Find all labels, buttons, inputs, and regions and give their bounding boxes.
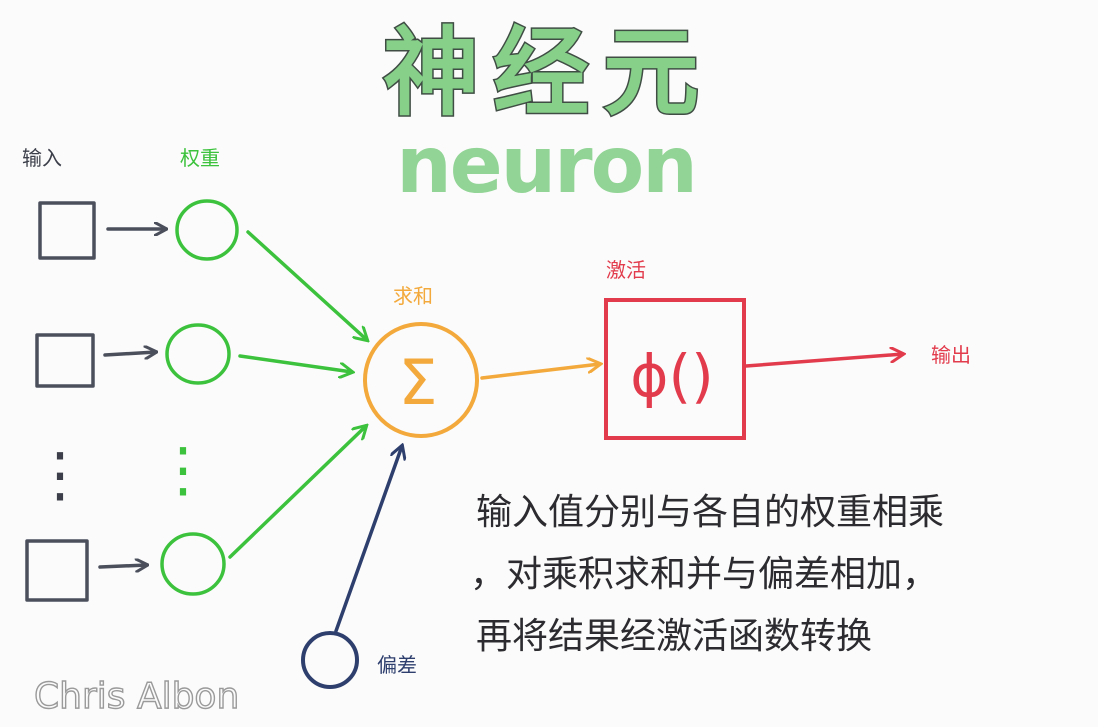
title-chinese: 神经元: [383, 17, 713, 129]
description-line-2: ，对乘积求和并与偏差相加，: [470, 554, 938, 595]
input-box-1: [38, 201, 96, 260]
weight-arrow-2: [238, 354, 352, 372]
weight-circle-1: [175, 199, 239, 261]
sum-circle: [363, 322, 479, 438]
signature: Chris Albon: [34, 676, 239, 717]
sum-to-activation-arrow: [480, 364, 600, 380]
label-bias: 偏差: [377, 653, 417, 677]
title-english: neuron: [396, 121, 696, 211]
label-input: 输入: [22, 146, 62, 170]
description-line-1: 输入值分别与各自的权重相乘: [476, 492, 944, 533]
activation-box: [604, 298, 746, 440]
label-activation: 激活: [606, 258, 646, 282]
weight-ellipsis: ⋮: [153, 435, 213, 505]
input-arrow-2: [103, 352, 156, 355]
weight-circle-3: [160, 532, 226, 596]
input-box-2: [35, 333, 95, 388]
sum-symbol: Σ: [398, 346, 437, 419]
output-arrow: [744, 354, 903, 368]
weight-circle-2: [165, 323, 231, 385]
bias-circle: [301, 631, 359, 689]
activation-symbol: ϕ(): [630, 342, 714, 410]
input-ellipsis: ⋮: [30, 440, 90, 510]
input-arrow-3: [98, 565, 147, 567]
weight-arrow-3: [228, 426, 366, 559]
description-line-3: 再将结果经激活函数转换: [476, 616, 872, 657]
weight-arrow-1: [246, 230, 367, 340]
label-weight: 权重: [180, 146, 220, 170]
input-box-3: [25, 539, 89, 602]
label-output: 输出: [931, 343, 971, 367]
bias-arrow: [334, 446, 402, 633]
label-sum: 求和: [393, 284, 433, 308]
